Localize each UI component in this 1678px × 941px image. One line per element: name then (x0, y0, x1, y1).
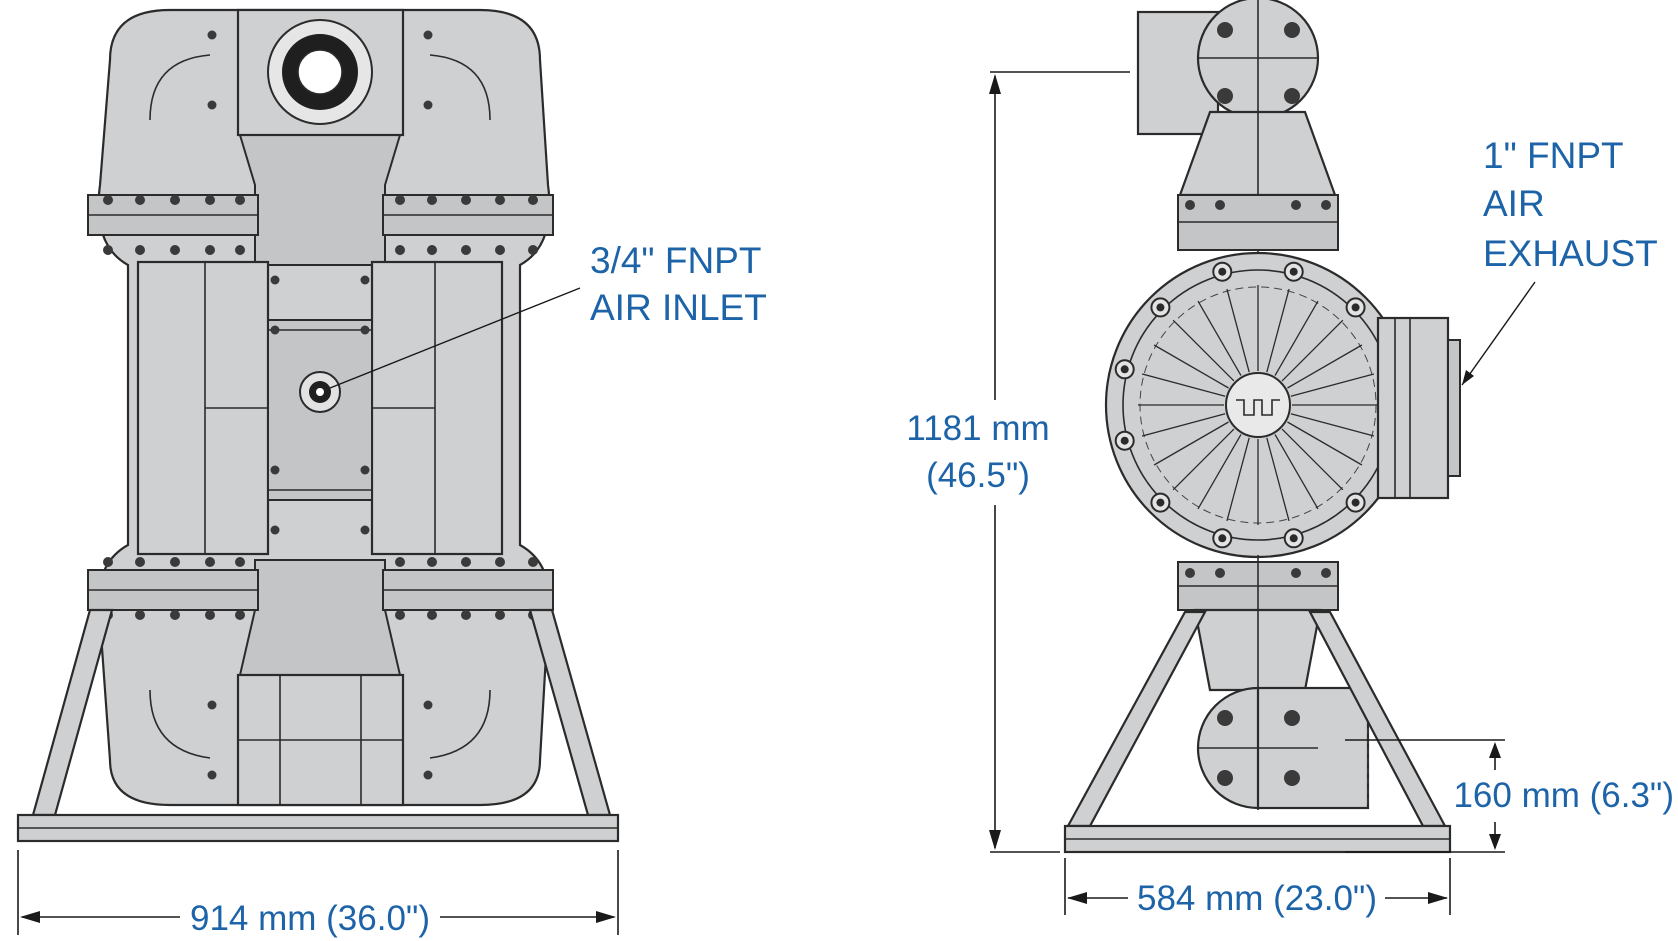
outlet-offset-dimension: 160 mm (6.3") (1453, 776, 1674, 815)
housing-spoke (1281, 319, 1344, 382)
housing-spoke (1172, 428, 1235, 491)
housing-spoke (1153, 344, 1229, 389)
housing-spoke (1153, 421, 1229, 466)
housing-bolt-center (1156, 303, 1165, 312)
front-width-dimension: 914 mm (36.0") (190, 899, 430, 938)
housing-bolt-center (1156, 498, 1165, 507)
housing-bolt-center (1218, 534, 1227, 543)
housing-spoke (1197, 300, 1242, 376)
housing-spoke (1226, 437, 1250, 522)
dimension-lines (17, 71, 1536, 935)
housing-spoke (1226, 288, 1250, 373)
side-height-dimension-in: (46.5") (926, 456, 1030, 495)
housing-spoke (1290, 373, 1375, 397)
air-exhaust-label-line1: AIR (1483, 183, 1545, 224)
housing-spoke (1172, 319, 1235, 382)
air-inlet-size-label: 3/4" FNPT (590, 240, 761, 281)
housing-bolt-center (1351, 303, 1360, 312)
housing-bolt-center (1218, 267, 1227, 276)
air-inlet-label: AIR INLET (590, 287, 767, 328)
housing-bolt-center (1120, 436, 1129, 445)
side-width-dimension: 584 mm (23.0") (1137, 879, 1377, 918)
housing-spoke (1141, 373, 1226, 397)
housing-spoke (1141, 413, 1226, 437)
housing-spoke (1266, 288, 1290, 373)
housing-spoke (1287, 344, 1363, 389)
housing-spoke (1274, 300, 1319, 376)
side-height-dimension-mm: 1181 mm (906, 409, 1049, 448)
housing-bolt-center (1289, 534, 1298, 543)
side-spokes (1138, 285, 1378, 525)
housing-spoke (1274, 434, 1319, 510)
housing-spoke (1197, 434, 1242, 510)
housing-spoke (1281, 428, 1344, 491)
front-bolts (103, 30, 538, 780)
housing-bolt-center (1351, 498, 1360, 507)
front-view-pump (16, 8, 620, 843)
air-exhaust-size-label: 1" FNPT (1483, 135, 1624, 176)
side-view-pump (1063, 0, 1461, 854)
housing-spoke (1287, 421, 1363, 466)
air-exhaust-label-line2: EXHAUST (1483, 233, 1658, 274)
housing-bolt-center (1120, 365, 1129, 374)
housing-spoke (1290, 413, 1375, 437)
housing-bolt-center (1289, 267, 1298, 276)
housing-spoke (1266, 437, 1290, 522)
